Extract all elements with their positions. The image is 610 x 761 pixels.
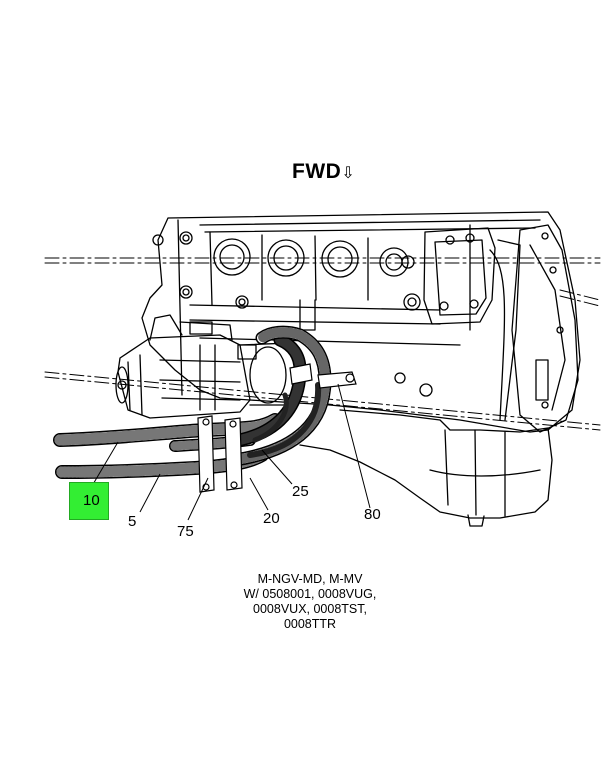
engine-block xyxy=(141,211,581,433)
applicability-caption: M-NGV-MD, M-MV W/ 0508001, 0008VUG, 0008… xyxy=(210,572,410,632)
caption-line: 0008VUX, 0008TST, xyxy=(253,602,367,616)
callout-5[interactable]: 5 xyxy=(128,513,137,530)
caption-line: M-NGV-MD, M-MV xyxy=(257,572,363,586)
callout-80[interactable]: 80 xyxy=(364,506,381,523)
callout-10[interactable]: 10 xyxy=(83,492,100,509)
oil-pan xyxy=(299,409,553,519)
leader-lines xyxy=(91,383,371,521)
arrow-icon: ⇩ xyxy=(341,165,356,182)
forward-direction-label: FWD⇩ xyxy=(292,160,355,184)
callout-25[interactable]: 25 xyxy=(292,483,309,500)
oil-cooler-cover xyxy=(423,227,496,325)
flywheel-housing xyxy=(511,224,579,433)
callout-20[interactable]: 20 xyxy=(263,510,280,527)
callout-75[interactable]: 75 xyxy=(177,523,194,540)
caption-line: W/ 0508001, 0008VUG, xyxy=(243,587,377,601)
cylinder-bores xyxy=(152,231,433,397)
wiring-harness xyxy=(53,325,332,479)
caption-line: 0008TTR xyxy=(283,617,337,631)
callout-10-highlight[interactable]: 10 xyxy=(69,482,109,520)
fwd-text: FWD xyxy=(292,160,342,183)
starter-motor xyxy=(117,334,251,419)
harness-clamps xyxy=(197,363,357,493)
